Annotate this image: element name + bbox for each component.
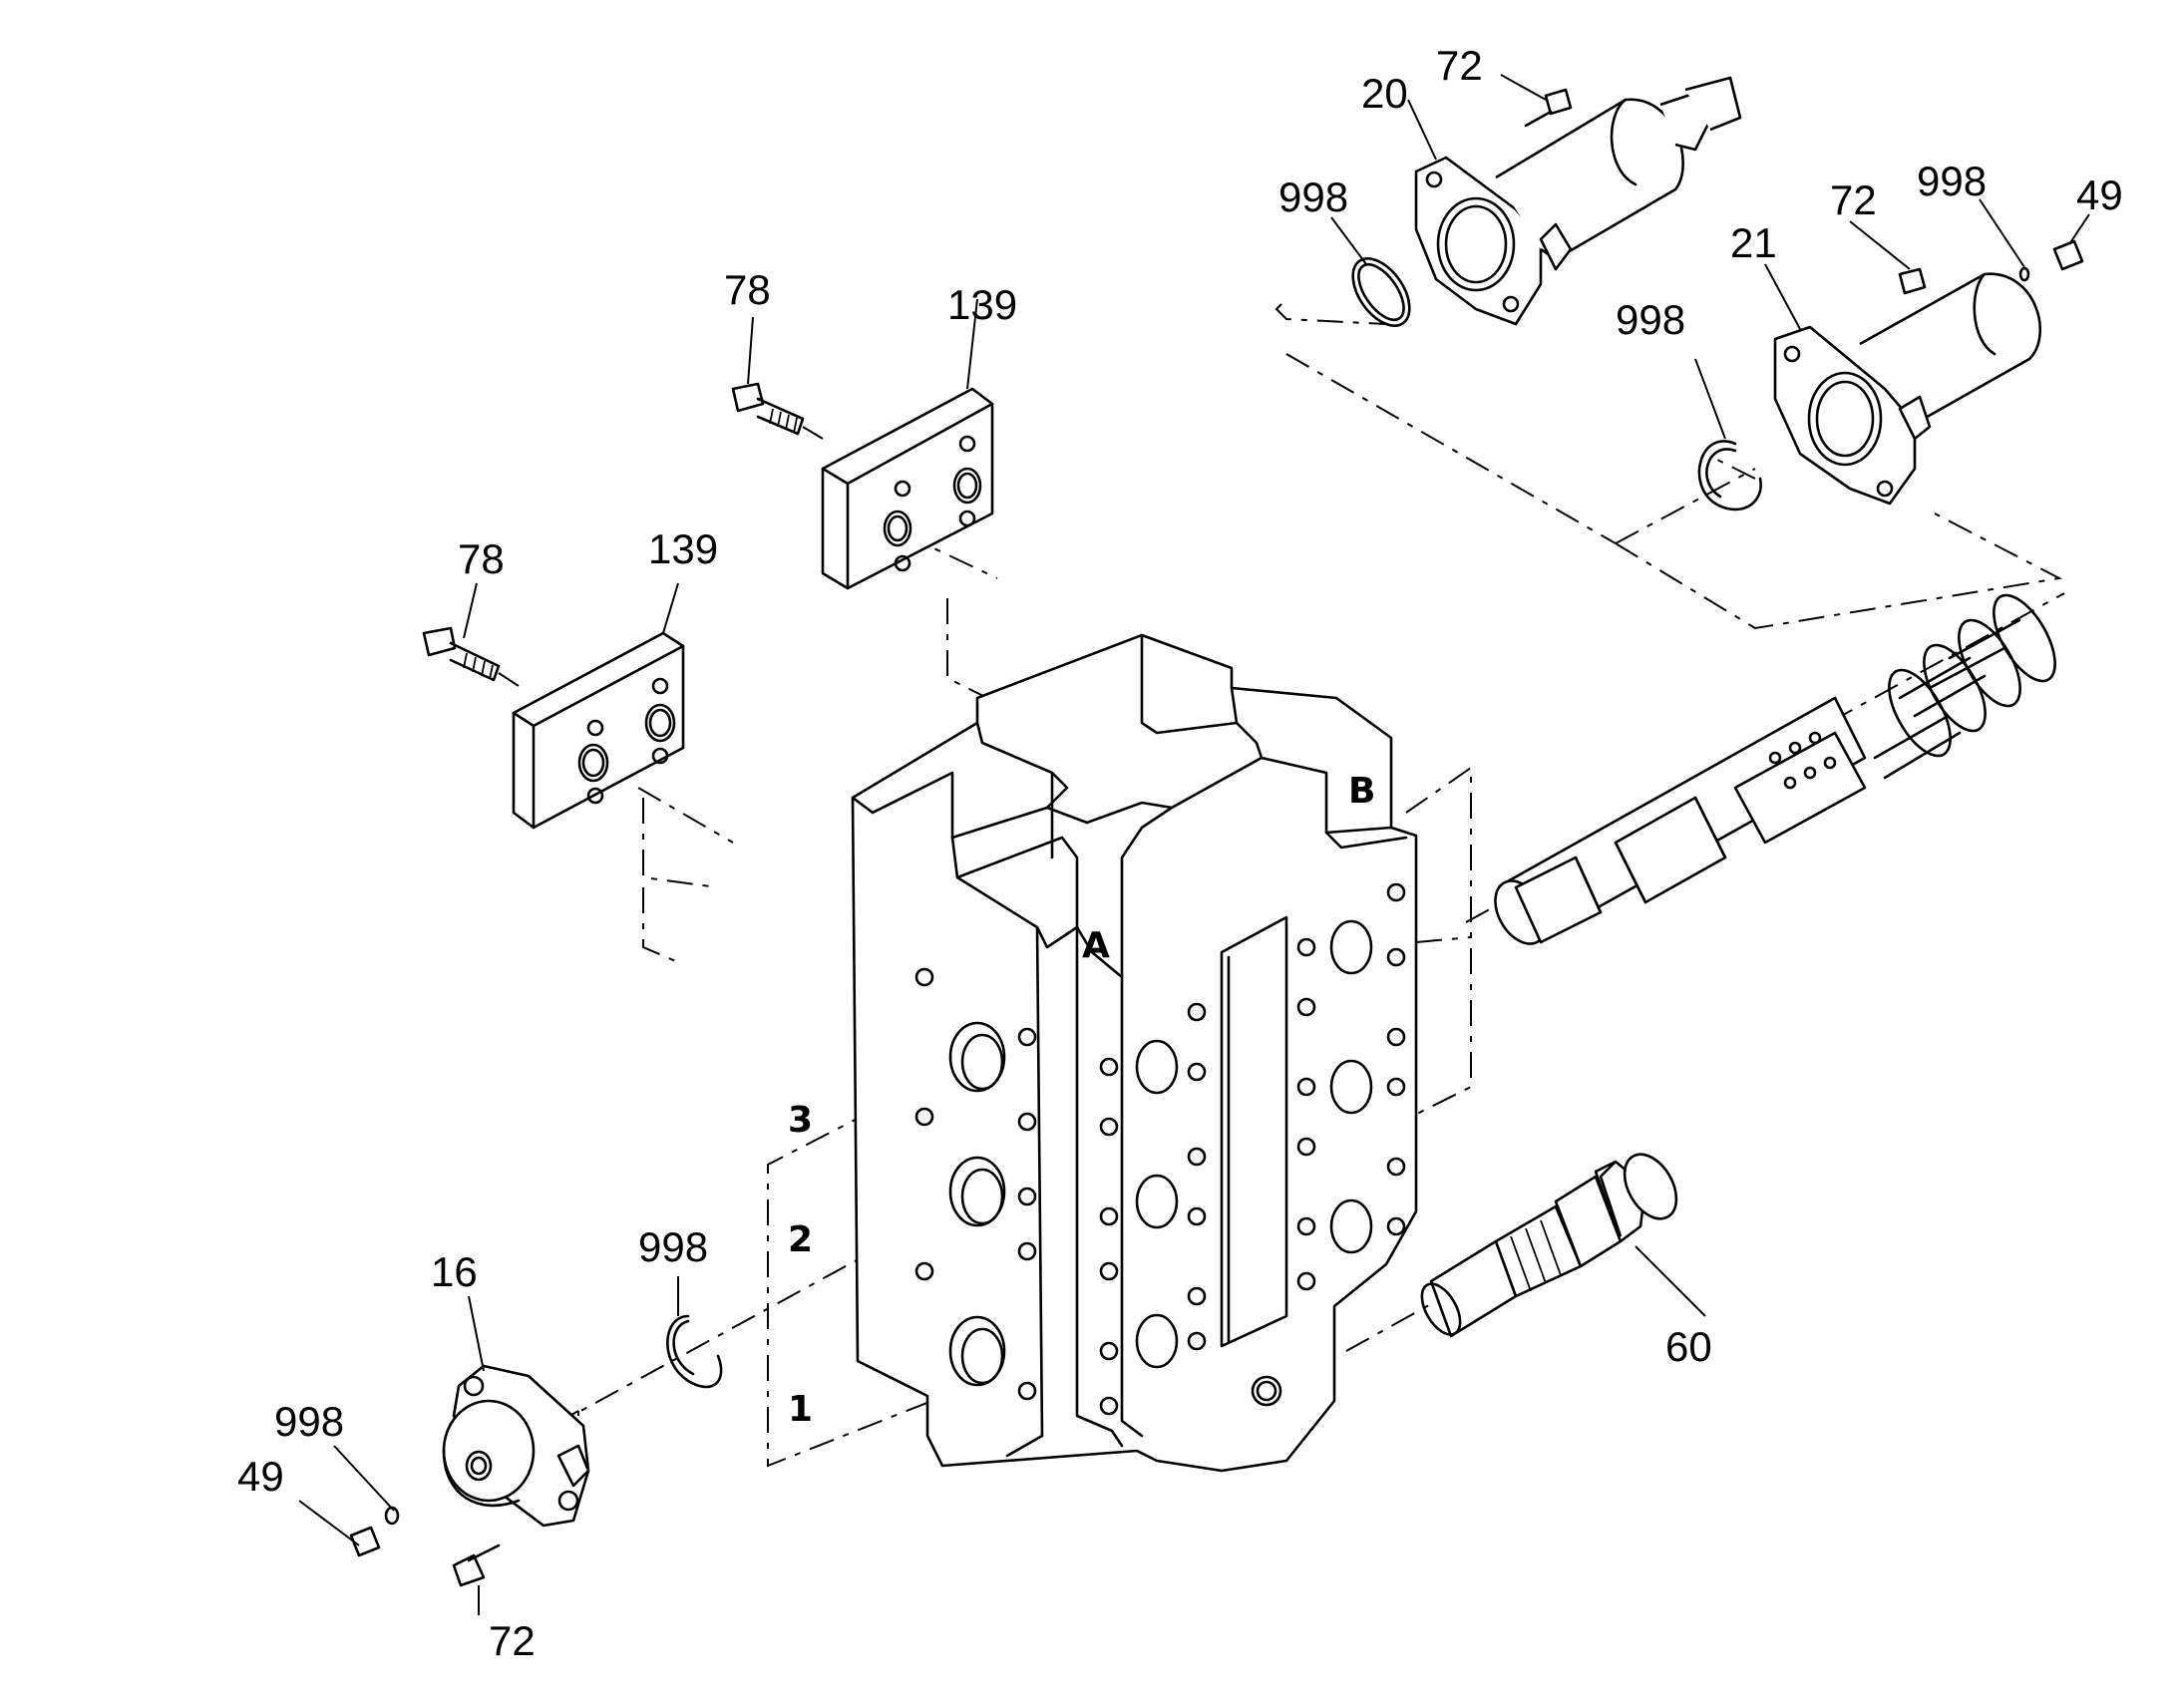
bolt-72-lower (452, 1543, 501, 1587)
port-label-2: 2 (788, 1219, 813, 1260)
bolt-72-cover21 (1898, 267, 1927, 295)
section-label-b: B (1348, 771, 1375, 812)
o-ring-998-small-lower (384, 1506, 400, 1526)
label-60: 60 (1665, 1323, 1712, 1370)
bolt-72-upper (1524, 88, 1573, 128)
label-998-cover16: 998 (638, 1223, 708, 1270)
label-998-cover21: 998 (1616, 296, 1685, 343)
port-label-3: 3 (788, 1100, 813, 1141)
valve-body (851, 633, 1418, 1473)
o-ring-998-cover21 (1697, 440, 1762, 512)
port-label-1: 1 (788, 1389, 813, 1430)
leader-lines (298, 74, 2090, 1615)
screw-49-upper (2052, 239, 2084, 271)
label-78-upper: 78 (724, 266, 771, 313)
label-139-upper: 139 (947, 281, 1017, 328)
screw-49-lower (349, 1526, 381, 1557)
label-72-cover21: 72 (1830, 176, 1877, 223)
o-ring-998-cover20 (1351, 257, 1411, 327)
spring-cover-20 (1414, 76, 1742, 326)
label-998-cover20: 998 (1278, 173, 1348, 220)
label-49-lower: 49 (237, 1453, 284, 1500)
label-20: 20 (1361, 70, 1408, 117)
label-49-upper: 49 (2076, 171, 2123, 218)
o-ring-998-small-upper (2018, 266, 2030, 282)
label-998-small-lower: 998 (274, 1398, 344, 1445)
label-78-middle: 78 (458, 535, 505, 582)
end-cover-16 (442, 1364, 590, 1528)
part-labels: 78 139 78 139 20 72 998 72 998 49 21 998… (237, 42, 2123, 1664)
spool (1494, 593, 2056, 945)
label-72-upper: 72 (1436, 42, 1483, 89)
label-72-lower: 72 (489, 1617, 536, 1664)
bolt-78-middle (422, 626, 520, 687)
relief-valve-60 (1420, 1153, 1678, 1338)
o-ring-998-cover16 (666, 1314, 723, 1389)
label-21: 21 (1730, 219, 1777, 266)
bolt-78-upper (731, 382, 824, 440)
cover-plate-139-middle (512, 631, 685, 830)
cover-plate-139-upper (821, 387, 994, 590)
label-16: 16 (431, 1248, 478, 1295)
spring-cover-21 (1773, 272, 2042, 506)
section-label-a: A (1082, 925, 1110, 966)
label-998-small-upper: 998 (1917, 158, 1987, 204)
label-139-middle: 139 (648, 525, 718, 572)
